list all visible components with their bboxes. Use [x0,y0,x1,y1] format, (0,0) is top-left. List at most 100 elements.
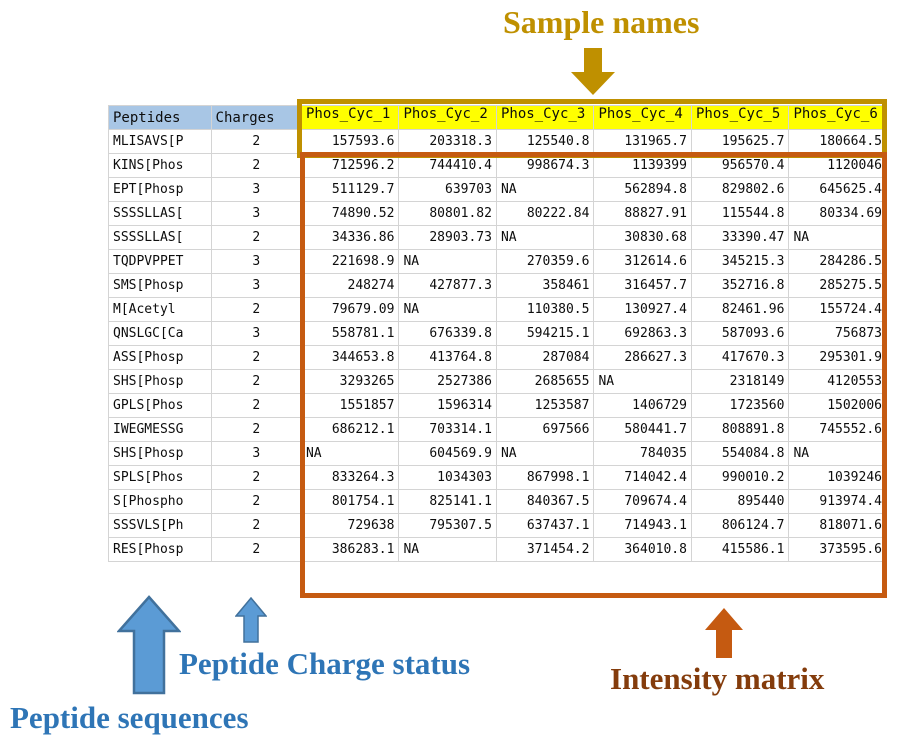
cell-intensity[interactable]: 33390.47 [690,225,790,250]
cell-peptide[interactable]: M[Acetyl [108,297,212,322]
cell-intensity[interactable]: 79679.09 [300,297,400,322]
cell-charge[interactable]: 2 [210,537,302,562]
cell-intensity[interactable]: 580441.7 [593,417,692,442]
cell-intensity[interactable]: 554084.8 [690,441,790,466]
cell-intensity[interactable]: 714943.1 [593,513,692,538]
cell-intensity-na[interactable]: NA [788,441,887,466]
cell-intensity[interactable]: 417670.3 [690,345,790,370]
cell-peptide[interactable]: SHS[Phosp [108,369,212,394]
cell-intensity[interactable]: 587093.6 [690,321,790,346]
cell-intensity[interactable]: 364010.8 [593,537,692,562]
cell-peptide[interactable]: SSSSLLAS[ [108,201,212,226]
cell-intensity[interactable]: 195625.7 [690,129,790,154]
cell-intensity[interactable]: 203318.3 [398,129,497,154]
cell-peptide[interactable]: S[Phospho [108,489,212,514]
cell-intensity[interactable]: 1139399 [593,153,692,178]
cell-intensity[interactable]: 818071.6 [788,513,887,538]
cell-intensity[interactable]: 639703 [398,177,497,202]
cell-intensity[interactable]: 28903.73 [398,225,497,250]
cell-intensity[interactable]: 4120553 [788,369,887,394]
cell-intensity[interactable]: 155724.4 [788,297,887,322]
cell-intensity[interactable]: 686212.1 [300,417,400,442]
cell-peptide[interactable]: EPT[Phosp [108,177,212,202]
cell-peptide[interactable]: SHS[Phosp [108,441,212,466]
cell-peptide[interactable]: TQDPVPPET [108,249,212,274]
cell-intensity[interactable]: 729638 [300,513,400,538]
cell-intensity[interactable]: 795307.5 [398,513,497,538]
cell-peptide[interactable]: IWEGMESSG [108,417,212,442]
cell-intensity-na[interactable]: NA [300,441,400,466]
column-header-sample-6[interactable]: Phos_Cyc_6 [788,105,887,130]
cell-intensity[interactable]: 415586.1 [690,537,790,562]
cell-intensity-na[interactable]: NA [495,441,595,466]
cell-intensity[interactable]: 562894.8 [593,177,692,202]
cell-intensity[interactable]: 825141.1 [398,489,497,514]
column-header-sample-4[interactable]: Phos_Cyc_4 [593,105,692,130]
cell-intensity[interactable]: 637437.1 [495,513,595,538]
cell-peptide[interactable]: ASS[Phosp [108,345,212,370]
cell-peptide[interactable]: SMS[Phosp [108,273,212,298]
cell-intensity[interactable]: 840367.5 [495,489,595,514]
cell-intensity[interactable]: 352716.8 [690,273,790,298]
cell-charge[interactable]: 2 [210,297,302,322]
cell-intensity[interactable]: 2685655 [495,369,595,394]
cell-intensity[interactable]: 427877.3 [398,273,497,298]
cell-intensity[interactable]: 344653.8 [300,345,400,370]
cell-intensity[interactable]: 270359.6 [495,249,595,274]
cell-charge[interactable]: 2 [210,393,302,418]
column-header-sample-1[interactable]: Phos_Cyc_1 [300,105,400,130]
cell-intensity[interactable]: 30830.68 [593,225,692,250]
cell-intensity[interactable]: 703314.1 [398,417,497,442]
cell-intensity-na[interactable]: NA [495,177,595,202]
cell-intensity-na[interactable]: NA [495,225,595,250]
cell-charge[interactable]: 2 [210,489,302,514]
cell-intensity[interactable]: 345215.3 [690,249,790,274]
cell-intensity[interactable]: 312614.6 [593,249,692,274]
column-header-sample-2[interactable]: Phos_Cyc_2 [398,105,497,130]
cell-intensity[interactable]: 784035 [593,441,692,466]
cell-intensity[interactable]: 386283.1 [300,537,400,562]
cell-charge[interactable]: 2 [210,465,302,490]
cell-intensity[interactable]: 744410.4 [398,153,497,178]
cell-intensity[interactable]: 808891.8 [690,417,790,442]
cell-intensity[interactable]: 80801.82 [398,201,497,226]
cell-charge[interactable]: 2 [210,225,302,250]
cell-intensity[interactable]: 157593.6 [300,129,400,154]
column-header-charges[interactable]: Charges [210,105,302,130]
cell-peptide[interactable]: RES[Phosp [108,537,212,562]
cell-intensity[interactable]: 221698.9 [300,249,400,274]
cell-charge[interactable]: 3 [210,321,302,346]
cell-intensity[interactable]: 115544.8 [690,201,790,226]
cell-intensity[interactable]: 248274 [300,273,400,298]
cell-intensity[interactable]: 1253587 [495,393,595,418]
cell-intensity[interactable]: 692863.3 [593,321,692,346]
cell-peptide[interactable]: QNSLGC[Ca [108,321,212,346]
cell-intensity[interactable]: 558781.1 [300,321,400,346]
cell-intensity[interactable]: 1551857 [300,393,400,418]
cell-intensity[interactable]: 88827.91 [593,201,692,226]
cell-intensity[interactable]: 1406729 [593,393,692,418]
cell-intensity-na[interactable]: NA [398,249,497,274]
cell-intensity[interactable]: 74890.52 [300,201,400,226]
cell-intensity[interactable]: 413764.8 [398,345,497,370]
cell-intensity[interactable]: 1596314 [398,393,497,418]
cell-intensity-na[interactable]: NA [398,537,497,562]
cell-charge[interactable]: 2 [210,129,302,154]
cell-intensity[interactable]: 285275.5 [788,273,887,298]
cell-intensity[interactable]: 756873 [788,321,887,346]
cell-intensity[interactable]: 1120046 [788,153,887,178]
cell-intensity[interactable]: 697566 [495,417,595,442]
column-header-sample-3[interactable]: Phos_Cyc_3 [495,105,595,130]
